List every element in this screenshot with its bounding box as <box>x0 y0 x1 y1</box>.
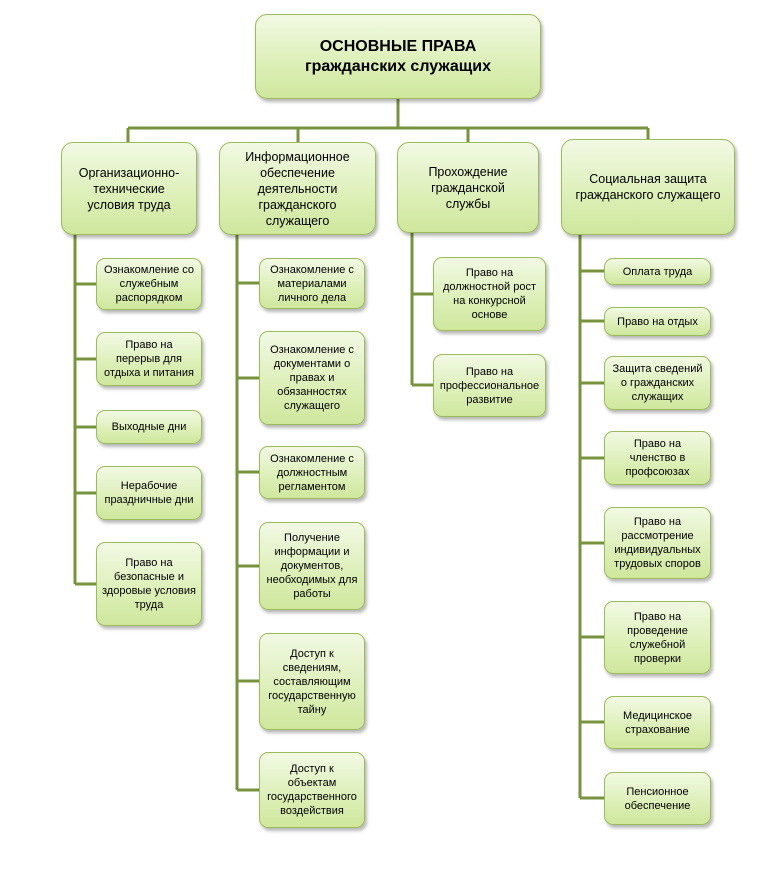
item-label: Выходные дни <box>111 421 187 433</box>
item-label: Ознакомление с должностным регламентом <box>270 452 354 493</box>
list-item: Ознакомление с должностным регламентом <box>259 446 365 499</box>
item-label: Право на профессиональное развитие <box>439 365 540 406</box>
item-label: Получение информации и документов, необх… <box>266 532 358 600</box>
item-label: Ознакомление со служебным распорядком <box>103 264 195 304</box>
item-label: Право на безопасные и здоровые условия т… <box>102 557 196 611</box>
list-item: Ознакомление с документами о правах и об… <box>259 331 365 425</box>
item-label: Медицинское страхование <box>623 709 692 736</box>
item-label: Пенсионное обеспечение <box>624 785 691 812</box>
list-item: Выходные дни <box>96 410 202 444</box>
category-organizational: Организационно-технические условия труда <box>61 142 197 235</box>
category-service: Прохождение гражданской службы <box>397 142 539 233</box>
category-label: Социальная защита гражданского служащего <box>575 172 721 202</box>
root-title: ОСНОВНЫЕ ПРАВА <box>319 37 477 55</box>
list-item: Оплата труда <box>604 258 711 285</box>
item-label: Доступ к сведениям, составляющим государ… <box>268 647 356 716</box>
item-label: Право на проведение служебной проверки <box>627 610 688 665</box>
list-item: Право на перерыв для отдыха и питания <box>96 332 202 386</box>
item-label: Право на отдых <box>617 315 698 328</box>
list-item: Нерабочие праздничные дни <box>96 466 202 520</box>
item-label: Нерабочие праздничные дни <box>104 480 194 506</box>
list-item: Право на должностной рост на конкурсной … <box>433 257 546 331</box>
list-item: Получение информации и документов, необх… <box>259 522 365 610</box>
list-item: Пенсионное обеспечение <box>604 772 711 825</box>
list-item: Доступ к объектам государственного возде… <box>259 752 365 828</box>
item-label: Ознакомление с материалами личного дела <box>270 263 354 304</box>
list-item: Доступ к сведениям, составляющим государ… <box>259 633 365 730</box>
item-label: Защита сведений о гражданских служащих <box>612 363 703 403</box>
list-item: Право на отдых <box>604 307 711 336</box>
list-item: Право на безопасные и здоровые условия т… <box>96 542 202 626</box>
item-label: Право на должностной рост на конкурсной … <box>443 267 536 321</box>
category-label: Информационное обеспечение деятельности … <box>245 149 350 228</box>
item-label: Право на перерыв для отдыха и питания <box>104 339 194 379</box>
list-item: Право на проведение служебной проверки <box>604 601 711 674</box>
category-information: Информационное обеспечение деятельности … <box>219 142 376 235</box>
item-label: Оплата труда <box>622 265 693 278</box>
item-label: Доступ к объектам государственного возде… <box>267 763 357 817</box>
item-label: Право на рассмотрение индивидуальных тру… <box>614 516 701 570</box>
list-item: Ознакомление со служебным распорядком <box>96 258 202 310</box>
list-item: Защита сведений о гражданских служащих <box>604 356 711 410</box>
item-label: Ознакомление с документами о правах и об… <box>270 344 354 412</box>
list-item: Право на членство в профсоюзах <box>604 431 711 485</box>
list-item: Медицинское страхование <box>604 696 711 749</box>
category-social: Социальная защита гражданского служащего <box>561 139 735 235</box>
list-item: Ознакомление с материалами личного дела <box>259 258 365 309</box>
category-label: Организационно-технические условия труда <box>78 165 180 212</box>
list-item: Право на рассмотрение индивидуальных тру… <box>604 507 711 579</box>
item-label: Право на членство в профсоюзах <box>625 438 690 478</box>
category-label: Прохождение гражданской службы <box>428 164 508 211</box>
root-node: ОСНОВНЫЕ ПРАВА гражданских служащих <box>255 14 541 99</box>
root-subtitle: гражданских служащих <box>304 57 492 75</box>
list-item: Право на профессиональное развитие <box>433 354 546 417</box>
